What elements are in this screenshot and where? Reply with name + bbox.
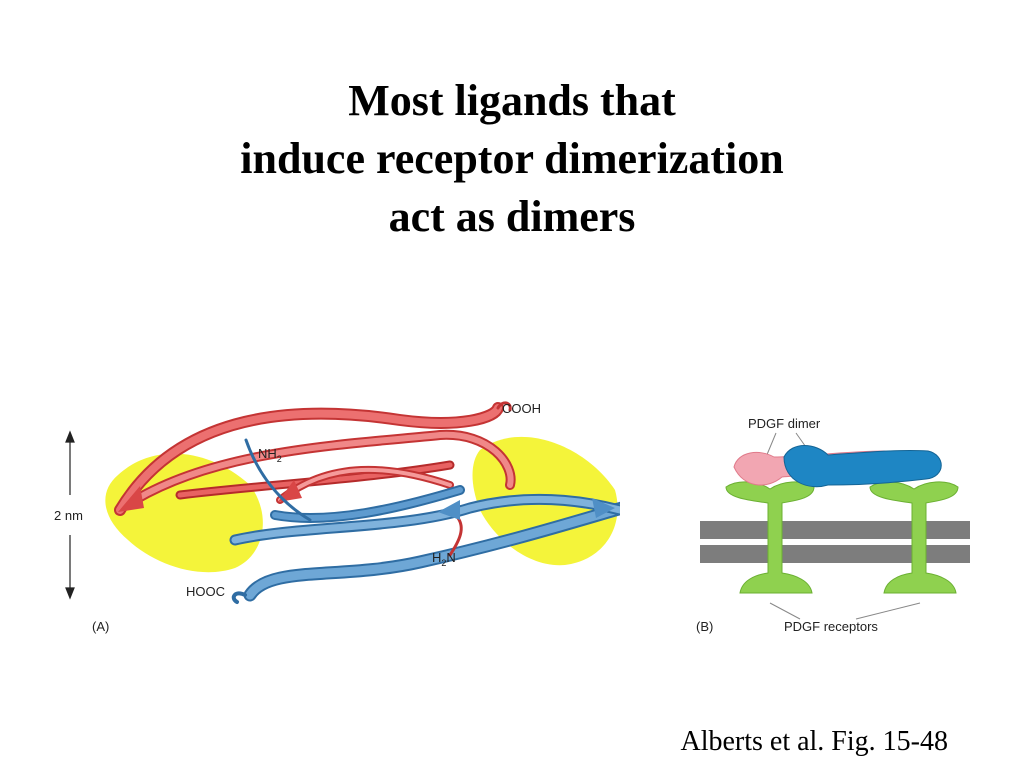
pdgf-dimer-label: PDGF dimer <box>748 416 821 431</box>
red-monomer <box>114 401 516 516</box>
membrane-upper <box>700 521 970 539</box>
figure-citation: Alberts et al. Fig. 15-48 <box>680 726 948 757</box>
pdgf-schematic-figure: PDGF dimer PDGF receptors (B) <box>696 416 970 634</box>
hooc-label: HOOC <box>186 584 225 599</box>
yellow-shadow-left <box>105 453 263 573</box>
pdgf-receptor-right <box>869 481 959 594</box>
title-line-2: induce receptor dimerization <box>240 134 784 183</box>
title-line-1: Most ligands that <box>348 76 676 125</box>
pdgf-ligand-blue <box>783 445 942 488</box>
nh2-label: NH2 <box>258 446 282 464</box>
cooh-label: COOH <box>502 401 541 416</box>
slide-title: Most ligands that induce receptor dimeri… <box>0 72 1024 246</box>
membrane-lower <box>700 545 970 563</box>
scale-label: 2 nm <box>54 508 83 523</box>
receptors-leader-line <box>769 602 921 620</box>
panel-b-label: (B) <box>696 619 713 634</box>
blue-arrowhead <box>592 498 615 518</box>
pdgf-receptor-left <box>725 481 815 594</box>
pdgf-structure-figure: 2 nm COOH NH2 H2N HOOC (A) <box>54 401 620 634</box>
title-line-3: act as dimers <box>388 192 636 241</box>
blue-monomer <box>229 438 620 604</box>
scale-bar <box>65 430 75 600</box>
red-arrowhead <box>278 480 302 502</box>
blue-arrowhead <box>438 500 460 520</box>
panel-a-label: (A) <box>92 619 109 634</box>
red-arrowhead <box>118 486 144 512</box>
h2n-label: H2N <box>432 550 456 568</box>
pdgf-receptors-label: PDGF receptors <box>784 619 878 634</box>
